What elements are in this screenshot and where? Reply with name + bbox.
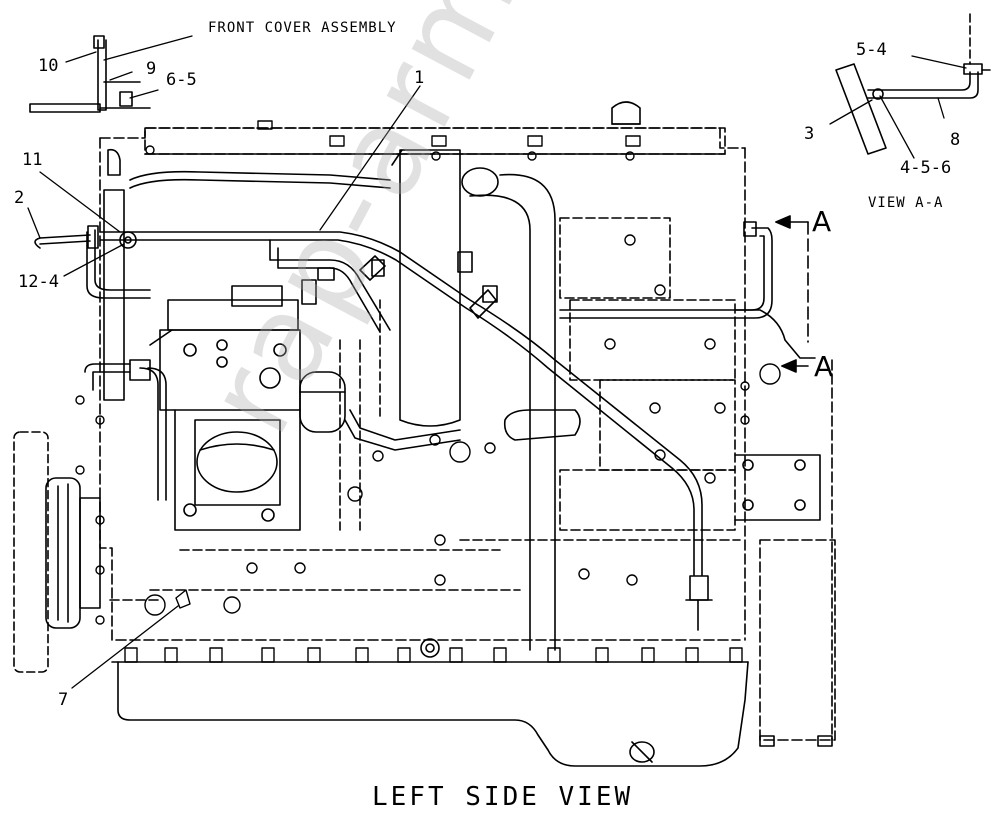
oil-pan [117,661,749,767]
section-marker-a-top: A [812,205,832,238]
callout-6-5: 6-5 [166,70,197,90]
right-side-tube [559,221,816,359]
callout-11: 11 [22,150,43,170]
callout-5-4: 5-4 [856,40,887,60]
oil-line-tube [99,231,713,631]
diagram-title: LEFT SIDE VIEW [372,782,634,812]
crank-pulley [13,431,101,673]
callout-7: 7 [58,690,69,710]
engine-block [99,101,749,663]
left-tube-assembly [34,148,151,401]
leader-lines [27,35,967,689]
callout-12-4: 12-4 [18,272,59,292]
block-bolts [75,234,781,625]
callout-2: 2 [14,188,25,208]
flywheel-housing [734,359,836,747]
fuel-filter-housing [379,149,581,651]
callout-10: 10 [38,56,59,76]
front-cover-assembly-label: FRONT COVER ASSEMBLY [208,20,397,36]
cylinder-head-details [109,217,741,601]
callout-8: 8 [950,130,961,150]
view-aa-detail [835,13,991,155]
fuel-lines [129,170,498,501]
section-marker-a-bottom: A [814,350,834,383]
callout-9: 9 [146,59,157,79]
injection-pump [149,285,346,531]
front-cover-bracket [29,35,151,113]
callout-1: 1 [414,68,425,88]
callout-3: 3 [804,124,815,144]
section-marker-a [775,215,809,373]
view-aa-caption: VIEW A-A [868,195,944,211]
callout-4-5-6: 4-5-6 [900,158,952,178]
